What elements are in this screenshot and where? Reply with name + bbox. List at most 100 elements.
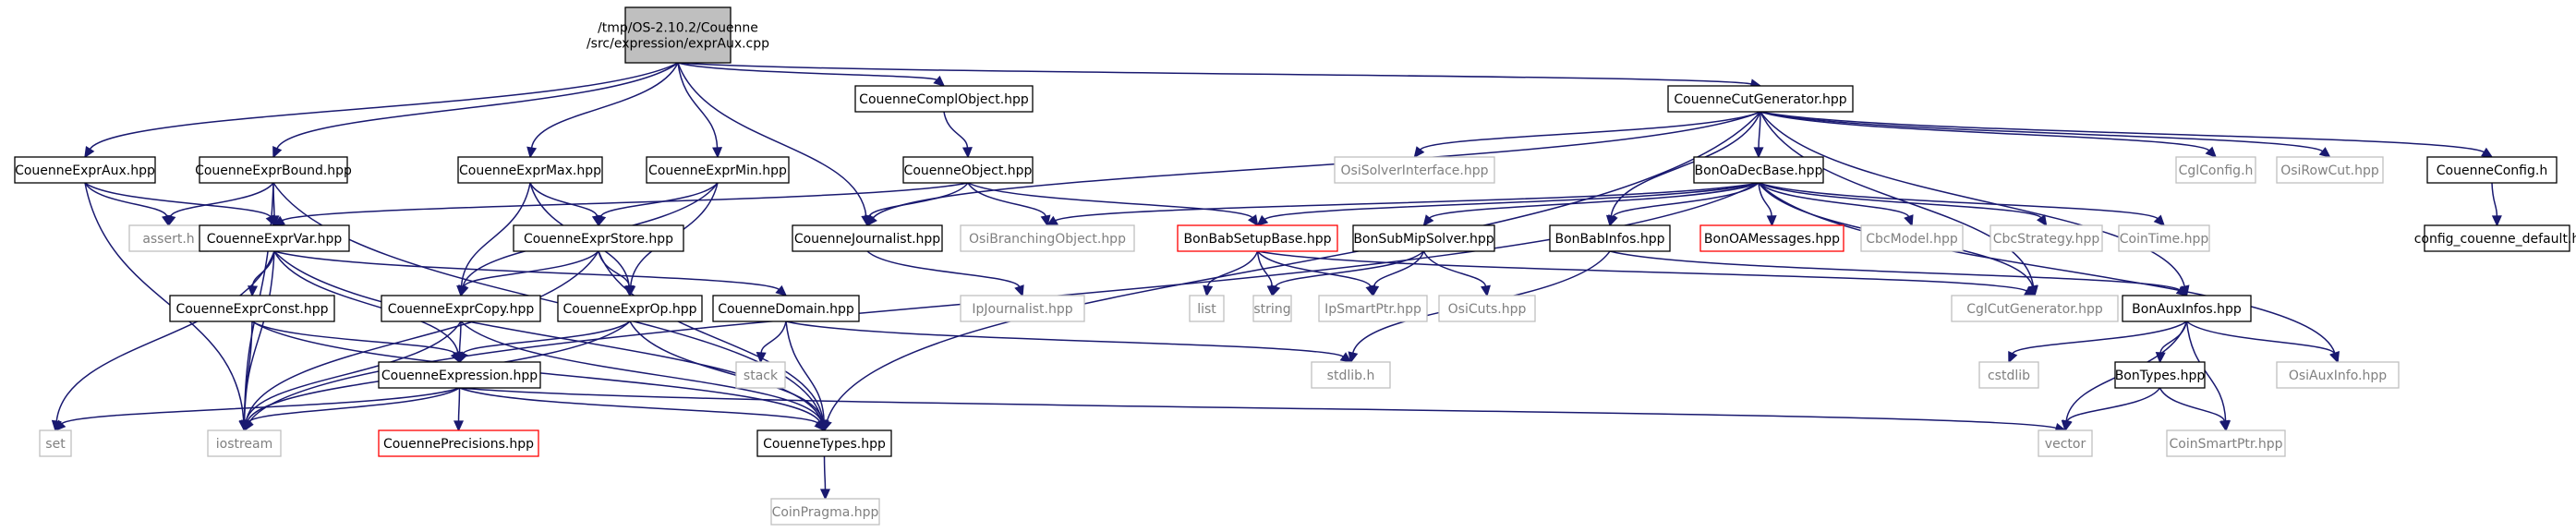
node-label: config_couenne_default.h: [2414, 232, 2576, 247]
node-box: [1189, 295, 1225, 322]
node-couennejournalist-hpp[interactable]: CouenneJournalist.hpp: [792, 224, 943, 252]
node-bonbabinfos-hpp[interactable]: BonBabInfos.hpp: [1549, 224, 1671, 252]
node-assert-h[interactable]: assert.h: [128, 224, 209, 252]
node-couenneconfig-h[interactable]: CouenneConfig.h: [2426, 156, 2558, 184]
node-bontypes-hpp[interactable]: BonTypes.hpp: [2114, 361, 2206, 389]
node-box: [199, 156, 348, 184]
node-label: CoinSmartPtr.hpp: [2170, 437, 2283, 452]
node-label: CouenneDomain.hpp: [718, 302, 854, 317]
node-bonauxinfos-hpp[interactable]: BonAuxInfos.hpp: [2122, 295, 2252, 322]
edge-root-to-complobjhpp: [677, 62, 946, 88]
edge-domainhpp-to-stdlibh: [785, 320, 1352, 363]
node-box: [381, 295, 541, 322]
node-bonbabsetupbase-hpp[interactable]: BonBabSetupBase.hpp: [1177, 224, 1338, 252]
node-label: BonOaDecBase.hpp: [1695, 163, 1823, 178]
node-box: [2038, 429, 2093, 457]
node-box: [712, 295, 860, 322]
node-osiauxinfo-hpp[interactable]: OsiAuxInfo.hpp: [2276, 361, 2400, 389]
node-cglcutgenerator-hpp[interactable]: CglCutGenerator.hpp: [1951, 295, 2119, 322]
node-couenneobject-hpp[interactable]: CouenneObject.hpp: [902, 156, 1034, 184]
node-string[interactable]: string: [1252, 295, 1292, 322]
node-cbcstrategy-hpp[interactable]: CbcStrategy.hpp: [1989, 224, 2103, 252]
node-couenneexprstore-hpp[interactable]: CouenneExprStore.hpp: [513, 224, 684, 252]
node-label: BonBabInfos.hpp: [1555, 232, 1665, 247]
node-coinpragma-hpp[interactable]: CoinPragma.hpp: [770, 498, 880, 526]
edge-domainhpp-to-stack: [756, 320, 787, 364]
node-osirowcut-hpp[interactable]: OsiRowCut.hpp: [2276, 156, 2384, 184]
node-couenneexprmax-hpp[interactable]: CouenneExprMax.hpp: [457, 156, 603, 184]
node-ipsmartptr-hpp[interactable]: IpSmartPtr.hpp: [1318, 295, 1428, 322]
node-label: CouenneExprCopy.hpp: [388, 302, 535, 317]
node-couennetypes-hpp[interactable]: CouenneTypes.hpp: [756, 429, 892, 457]
node-box: [1989, 224, 2103, 252]
node-couenneprecisions-hpp[interactable]: CouennePrecisions.hpp: [378, 429, 539, 457]
node-bonoamessages-hpp[interactable]: BonOAMessages.hpp: [1699, 224, 1844, 252]
node-bonoadecbase-hpp[interactable]: BonOaDecBase.hpp: [1693, 156, 1824, 184]
node-set[interactable]: set: [39, 429, 72, 457]
node-box: [2175, 156, 2256, 184]
node-couennecomplobject-hpp[interactable]: CouenneComplObject.hpp: [854, 85, 1034, 113]
node-iostream[interactable]: iostream: [207, 429, 282, 457]
node-label: string: [1253, 302, 1290, 317]
node-stdlib-h[interactable]: stdlib.h: [1311, 361, 1391, 389]
node-osicuts-hpp[interactable]: OsiCuts.hpp: [1438, 295, 1536, 322]
node-box: [756, 429, 892, 457]
node-box: [2276, 156, 2384, 184]
node-cstdlib[interactable]: cstdlib: [1978, 361, 2039, 389]
edge-root-to-exprminhpp: [677, 62, 723, 159]
node-label: assert.h: [142, 232, 194, 247]
node-osisolverinterface-hpp[interactable]: OsiSolverInterface.hpp: [1334, 156, 1495, 184]
node-label: OsiAuxInfo.hpp: [2289, 369, 2387, 383]
node-label: CouenneConfig.h: [2437, 163, 2547, 178]
node-label: CouenneExprMax.hpp: [459, 163, 601, 178]
node-label: CouenneExprVar.hpp: [207, 232, 343, 247]
node-couennedomain-hpp[interactable]: CouenneDomain.hpp: [712, 295, 860, 322]
edge-bonoadecbase-to-bonbabsetup: [1256, 182, 1760, 227]
node-osibranchingobject-hpp[interactable]: OsiBranchingObject.hpp: [960, 224, 1135, 252]
node-couenneexpraux-hpp[interactable]: CouenneExprAux.hpp: [14, 156, 156, 184]
node-label: CouenneComplObject.hpp: [859, 92, 1029, 107]
node-couenneexprop-hpp[interactable]: CouenneExprOp.hpp: [557, 295, 703, 322]
edge-exprconsthpp-to-exprhpp: [251, 320, 461, 364]
node-box: [2424, 224, 2570, 252]
node-cointime-hpp[interactable]: CoinTime.hpp: [2118, 224, 2210, 252]
edge-bontypes-to-vector: [2062, 387, 2161, 432]
node-config-couenne-default-h[interactable]: config_couenne_default.h: [2414, 224, 2576, 252]
node-couennecutgenerator-hpp[interactable]: CouenneCutGenerator.hpp: [1667, 85, 1854, 113]
node-label: set: [45, 437, 66, 452]
edge-exprhpp-to-typeshpp: [459, 387, 826, 432]
node-list[interactable]: list: [1189, 295, 1225, 322]
node-couenneexprmin-hpp[interactable]: CouenneExprMin.hpp: [646, 156, 790, 184]
node-box: [199, 224, 350, 252]
node-label: CouenneJournalist.hpp: [794, 232, 940, 247]
node-stack[interactable]: stack: [735, 361, 786, 389]
node-couenneexprcopy-hpp[interactable]: CouenneExprCopy.hpp: [381, 295, 541, 322]
node-label: cstdlib: [1988, 369, 2030, 383]
node-label: CoinTime.hpp: [2120, 232, 2209, 247]
edge-exprophpp-to-exprhpp: [458, 320, 631, 364]
node-box: [1334, 156, 1495, 184]
node-couenneexprvar-hpp[interactable]: CouenneExprVar.hpp: [199, 224, 350, 252]
node-box: [1252, 295, 1292, 322]
edge-exprminhpp-to-exprstorehpp: [596, 182, 719, 227]
node-couenneexpression-hpp[interactable]: CouenneExpression.hpp: [378, 361, 541, 389]
node-coinsmartptr-hpp[interactable]: CoinSmartPtr.hpp: [2166, 429, 2286, 457]
node-cbcmodel-hpp[interactable]: CbcModel.hpp: [1860, 224, 1964, 252]
node-label: BonSubMipSolver.hpp: [1353, 232, 1494, 247]
node-tmp-os-2-10-2-couenne-src-expression-expraux-cpp[interactable]: /tmp/OS-2.10.2/Couenne/src/expression/ex…: [587, 6, 769, 64]
node-cglconfig-h[interactable]: CglConfig.h: [2175, 156, 2256, 184]
node-vector[interactable]: vector: [2038, 429, 2093, 457]
node-bonsubmipsolver-hpp[interactable]: BonSubMipSolver.hpp: [1352, 224, 1495, 252]
edge-root-to-exprboundhpp: [272, 62, 679, 159]
node-label: CouenneExprConst.hpp: [175, 302, 328, 317]
edge-exprstorehpp-to-iostream: [241, 250, 599, 432]
node-label: CouennePrecisions.hpp: [383, 437, 534, 452]
node-ipjournalist-hpp[interactable]: IpJournalist.hpp: [960, 295, 1085, 322]
edge-objecthpp-to-bonbabsetup: [967, 182, 1259, 227]
node-couenneexprconst-hpp[interactable]: CouenneExprConst.hpp: [169, 295, 335, 322]
node-couenneexprbound-hpp[interactable]: CouenneExprBound.hpp: [195, 156, 352, 184]
node-box: [1978, 361, 2039, 389]
edge-bonsubmip-to-ipsmartptr: [1369, 250, 1425, 297]
node-box: [128, 224, 209, 252]
node-label: BonTypes.hpp: [2115, 369, 2206, 383]
